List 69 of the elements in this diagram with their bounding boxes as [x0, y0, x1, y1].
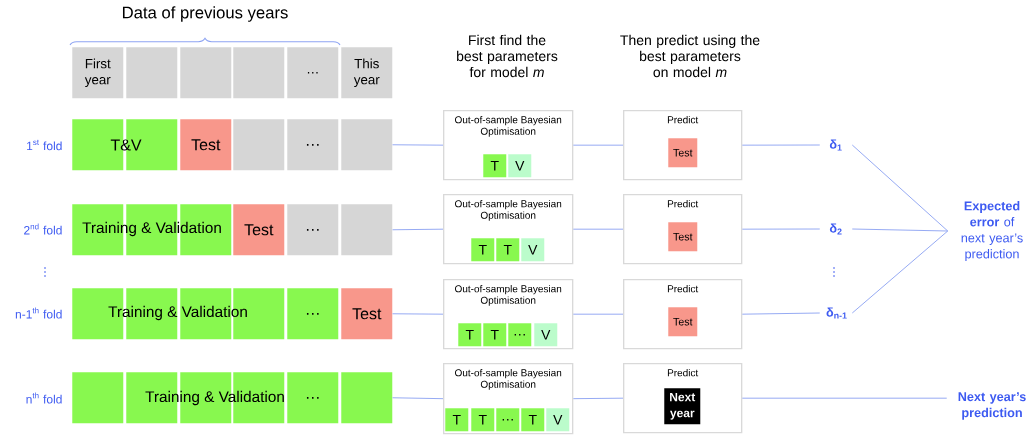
fold-cell: …	[496, 408, 520, 432]
fold-cell: T	[445, 408, 469, 432]
error-symbol: δ$_{2}$	[829, 223, 842, 235]
connector	[572, 397, 624, 400]
test-cell: Test	[668, 222, 698, 252]
fold-cell: T	[458, 323, 482, 347]
year-cell	[233, 47, 285, 99]
year-cell: …	[287, 47, 339, 99]
error-symbol: δ$_{1}$	[829, 139, 842, 151]
connector	[741, 144, 821, 146]
fold-cell: V	[508, 154, 532, 178]
node-label: T	[490, 329, 499, 340]
error-symbol: δ$_{n-1}$	[826, 307, 847, 319]
ellipsis: ⋮	[833, 267, 835, 277]
year-cell: Test	[233, 204, 285, 256]
fold-cell: …	[508, 323, 532, 347]
year-cell: …	[287, 372, 339, 424]
fold-cell: V	[546, 408, 570, 432]
node-label: …	[514, 334, 525, 336]
fold-cell: T	[483, 154, 507, 178]
year-cell: …	[287, 288, 339, 340]
fold-cell: T	[521, 408, 545, 432]
connector	[572, 228, 624, 230]
year-cell: First year	[72, 47, 124, 99]
year-cell	[341, 372, 393, 424]
result-text: Next year’s prediction	[958, 392, 1026, 420]
year-cell	[180, 47, 232, 99]
year-cell: Test	[341, 288, 393, 340]
connector	[572, 144, 624, 146]
heading: Data of previous years	[123, 6, 288, 22]
node-label: T	[465, 329, 474, 340]
connector	[741, 228, 821, 230]
year-cell: This year	[341, 47, 393, 99]
connector	[741, 312, 821, 315]
test-cell: Test	[668, 138, 698, 168]
year-cell: …	[287, 119, 339, 171]
fold-cell: T	[471, 238, 495, 262]
fold-cell: T	[483, 323, 507, 347]
year-cell	[341, 119, 393, 171]
year-cell: …	[287, 204, 339, 256]
node-label: T	[478, 244, 487, 255]
node-label: …	[502, 419, 513, 421]
test-cell: Test	[668, 307, 698, 337]
connector	[392, 228, 444, 231]
connector	[851, 144, 949, 232]
connector	[851, 228, 949, 232]
connector	[851, 230, 949, 314]
node-label: T	[503, 244, 512, 255]
node-label: T	[528, 414, 537, 425]
year-cell	[126, 47, 178, 99]
connector	[392, 313, 444, 315]
fold-cell: V	[521, 238, 545, 262]
year-cell	[72, 372, 124, 424]
column-heading: Then predict using the best parameters on model m	[620, 34, 760, 78]
connector	[741, 397, 948, 399]
year-cell: Test	[180, 119, 232, 171]
node-label: T	[478, 414, 487, 425]
ellipsis: ⋮	[44, 267, 46, 277]
connector	[572, 313, 624, 315]
fold-cell: T	[471, 408, 495, 432]
connector	[392, 397, 444, 400]
fold-cell: V	[534, 323, 558, 347]
column-heading: First find the best parameters for model m	[457, 34, 558, 78]
connector	[392, 144, 444, 146]
test-cell: Next year	[664, 388, 701, 425]
year-cell	[233, 119, 285, 171]
fold-cell: T	[496, 238, 520, 262]
result-text: Expected error of next year’s prediction	[961, 201, 1023, 261]
year-cell	[341, 204, 393, 256]
